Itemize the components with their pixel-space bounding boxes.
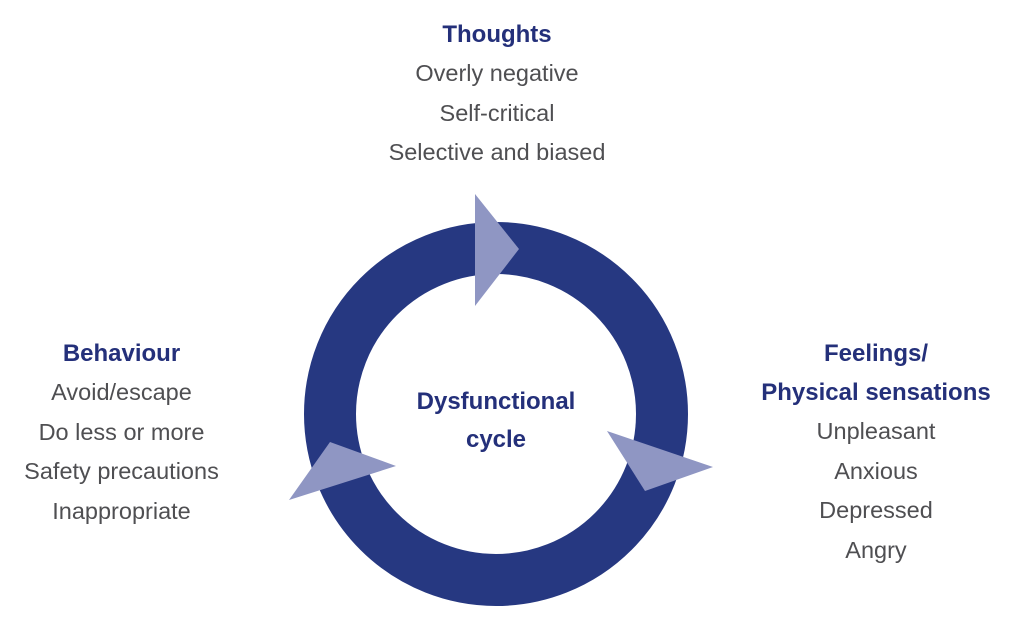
feelings-item: Unpleasant [816, 418, 936, 444]
feelings-item: Depressed [819, 497, 933, 523]
arrowhead-top-icon [475, 194, 519, 306]
thoughts-node: Thoughts Overly negative Self-critical S… [347, 15, 647, 173]
behaviour-heading: Behaviour [62, 340, 181, 367]
feelings-heading: Physical sensations [761, 379, 991, 406]
feelings-heading: Feelings/ [823, 340, 929, 367]
thoughts-item: Overly negative [415, 60, 579, 86]
feelings-item: Anxious [834, 457, 918, 484]
behaviour-node: Behaviour Avoid/escape Do less or more S… [0, 334, 243, 531]
thoughts-item: Selective and biased [388, 139, 606, 165]
thoughts-item: Self-critical [439, 99, 555, 126]
arrowhead-right-icon [607, 431, 713, 491]
cycle-center-label: Dysfunctional cycle [376, 383, 616, 459]
behaviour-item: Do less or more [38, 418, 205, 445]
thoughts-heading: Thoughts [442, 21, 552, 48]
arrowhead-left-icon [289, 442, 396, 500]
behaviour-item: Avoid/escape [51, 379, 192, 405]
feelings-node: Feelings/ Physical sensations Unpleasant… [735, 334, 1017, 570]
behaviour-item: Safety precautions [24, 458, 219, 484]
feelings-item: Angry [845, 536, 907, 563]
center-label-line: Dysfunctional [416, 388, 576, 415]
center-label-line: cycle [465, 426, 527, 453]
behaviour-item: Inappropriate [52, 497, 191, 524]
